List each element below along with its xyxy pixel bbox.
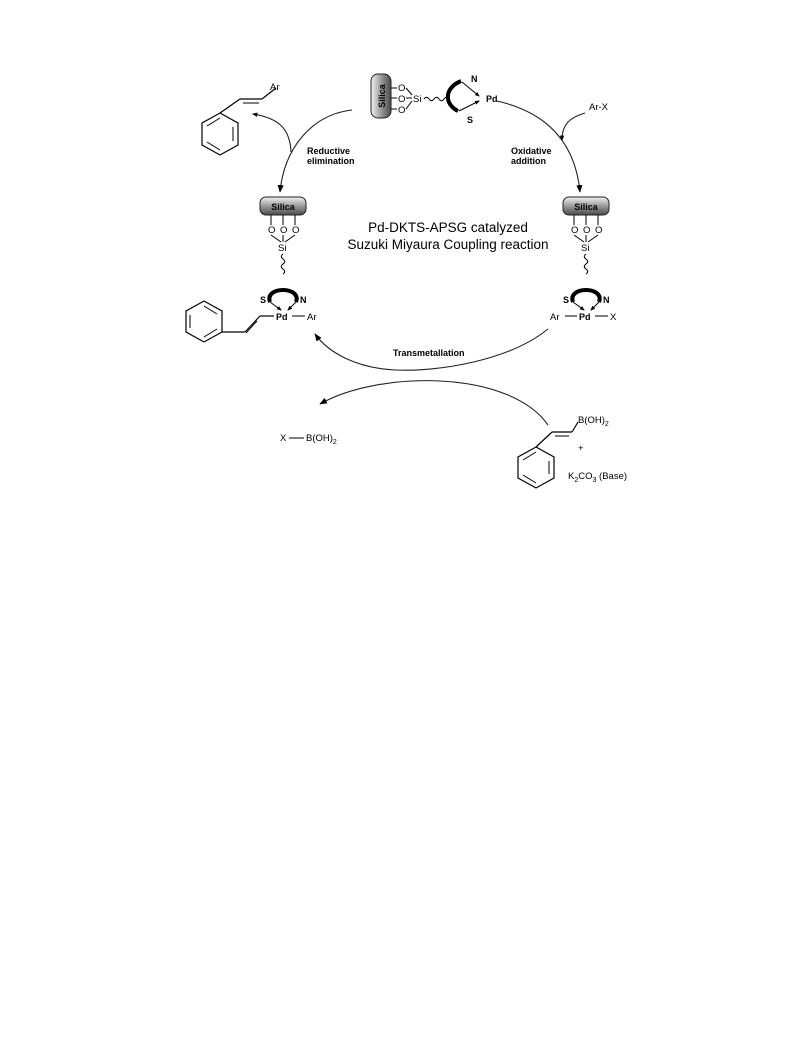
propyl-linker — [583, 253, 589, 275]
aryl-label: Ar — [270, 82, 280, 93]
product-styryl-arene: Ar — [201, 82, 280, 156]
nitrogen-label: N — [471, 74, 478, 84]
silicon-label: Si — [413, 94, 421, 105]
sulfur-label: S — [563, 295, 569, 305]
byproduct-boron: X B(OH)2 — [280, 433, 337, 446]
arc-arx-entry — [559, 112, 586, 142]
oxygen-label: O — [280, 225, 287, 236]
base-label: K2CO3 (Base) — [568, 471, 627, 484]
oxygen-label: O — [398, 94, 405, 105]
silica-support-vertical — [370, 73, 392, 119]
dkts-ligand-arc — [570, 288, 602, 303]
halide-label: X — [280, 433, 287, 444]
dkts-ligand-arc — [267, 288, 299, 303]
oxygen-label: O — [595, 225, 602, 236]
step-oxidative-addition-line2: addition — [511, 156, 546, 166]
step-transmetallation: Transmetallation — [393, 348, 465, 358]
step-reductive-elimination-line2: elimination — [307, 156, 355, 166]
silica-label: Silica — [271, 202, 296, 212]
palladium-label: Pd — [579, 312, 591, 322]
catalytic-cycle-arcs — [251, 100, 586, 426]
palladium-label: Pd — [486, 94, 498, 104]
oxygen-label: O — [571, 225, 578, 236]
catalyst-top: Silica O O O Si N S Pd — [370, 73, 498, 125]
plus-sign: + — [578, 443, 584, 454]
oxygen-label: O — [398, 83, 405, 94]
intermediate-right: Silica O O O Si S N Pd Ar X — [550, 196, 617, 323]
diagram-title-line1: Pd-DKTS-APSG catalyzed — [368, 220, 528, 235]
propyl-linker — [280, 253, 286, 275]
diagram-title-line2: Suzuki Miyaura Coupling reaction — [347, 237, 548, 252]
intermediate-left: Silica O O O Si S N Pd Ar — [185, 196, 317, 343]
oxygen-label: O — [268, 225, 275, 236]
sulfur-label: S — [467, 115, 473, 125]
aryl-label: Ar — [307, 312, 317, 323]
halide-label: X — [610, 312, 617, 323]
arc-top-left — [277, 109, 353, 193]
boronic-acid-label: B(OH)2 — [306, 433, 337, 446]
silica-label: Silica — [377, 83, 387, 108]
arc-transmetallation — [314, 328, 549, 371]
boronic-acid-label: B(OH)2 — [578, 415, 609, 428]
arc-product-release — [251, 112, 292, 153]
reagent-styrylboronic-acid: B(OH)2 + K2CO3 (Base) — [517, 415, 627, 489]
propyl-linker — [423, 96, 450, 102]
arc-top-right — [496, 100, 583, 193]
silicon-label: Si — [581, 243, 589, 254]
oxygen-label: O — [398, 105, 405, 116]
oxygen-label: O — [292, 225, 299, 236]
reagent-aryl-halide: Ar-X — [589, 102, 609, 113]
dkts-ligand-arc — [445, 79, 462, 113]
silicon-label: Si — [278, 243, 286, 254]
step-oxidative-addition-line1: Oxidative — [511, 146, 552, 156]
aryl-label: Ar — [550, 312, 560, 323]
palladium-label: Pd — [276, 312, 288, 322]
nitrogen-label: N — [603, 295, 610, 305]
silica-label: Silica — [574, 202, 599, 212]
step-reductive-elimination-line1: Reductive — [307, 146, 350, 156]
arc-boron-exchange — [319, 380, 549, 426]
sulfur-label: S — [260, 295, 266, 305]
nitrogen-label: N — [300, 295, 307, 305]
oxygen-label: O — [583, 225, 590, 236]
